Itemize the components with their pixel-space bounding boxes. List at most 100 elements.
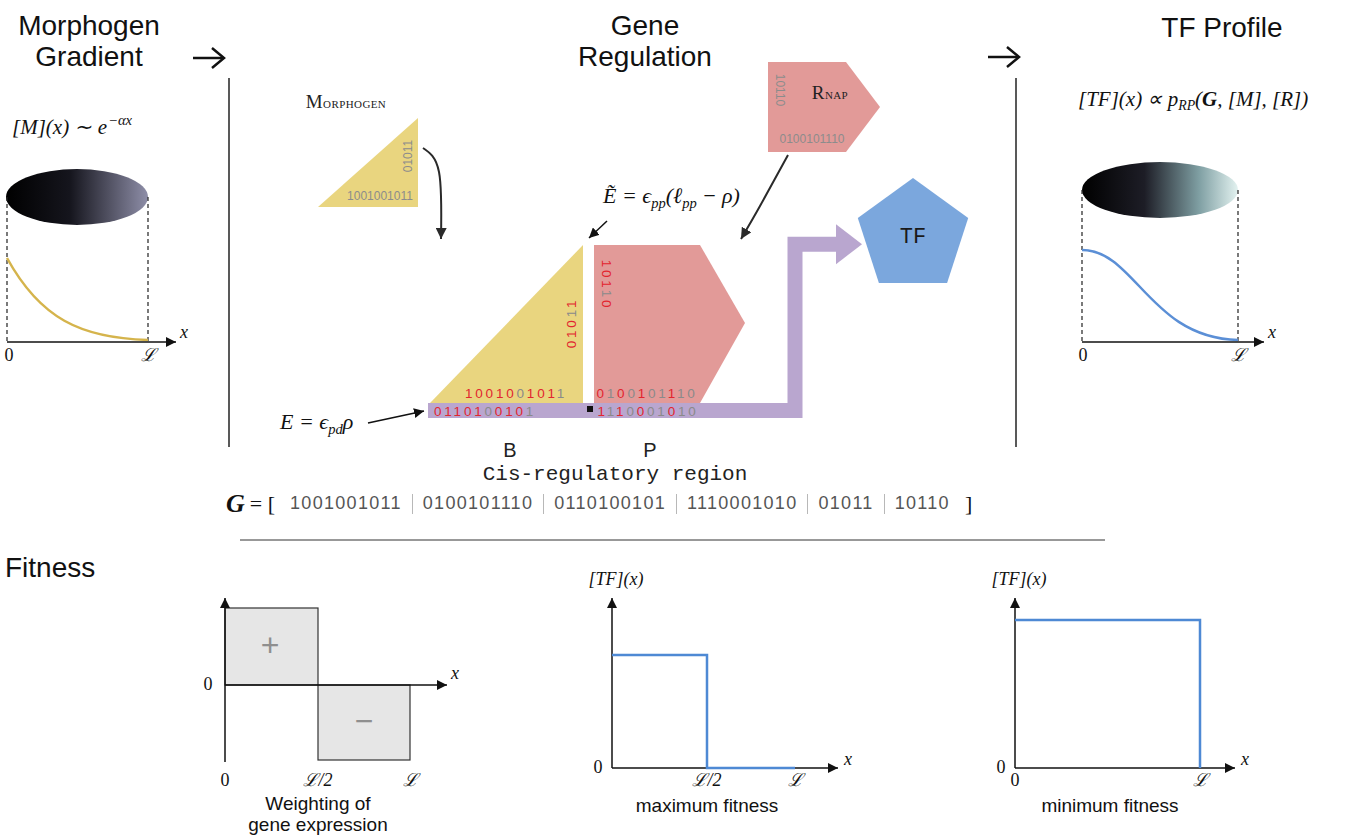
binding-bits: 0100101110 <box>780 133 845 146</box>
energy-formula: Ẽ = ϵpp(ℓpp− ρ) <box>603 184 740 208</box>
axis-tick: ℒ <box>1231 346 1246 366</box>
molecule-name: MORPHOGEN <box>306 92 386 113</box>
plot-caption: minimum fitness <box>1000 795 1220 816</box>
binding-bits: 0100101110 <box>596 386 697 401</box>
site-name: P <box>643 439 656 461</box>
gene-segment: 01011 <box>807 494 883 514</box>
flow-arrow <box>193 57 223 60</box>
bit: 0 <box>515 403 525 418</box>
bit: 0 <box>564 338 579 348</box>
connector-line <box>423 148 441 239</box>
flow-arrowhead <box>1007 47 1019 67</box>
bit: 1 <box>658 386 667 401</box>
plot-caption: maximum fitness <box>597 795 817 816</box>
dashed-guide <box>6 197 7 342</box>
panel-heading: Gene Regulation <box>555 10 735 72</box>
bit: 1 <box>496 386 506 401</box>
flow-arrow <box>988 56 1018 59</box>
bit: 0 <box>688 403 698 418</box>
axis-tick: ℒ <box>141 346 156 366</box>
bit: 0 <box>637 403 647 418</box>
formula-part: − ρ) <box>702 184 740 208</box>
bit: 1 <box>547 386 556 401</box>
dashed-guide <box>1237 190 1238 342</box>
axis-tick: ℒ <box>403 771 418 791</box>
site-bits: 1110001010 <box>597 403 698 418</box>
formula-part: G <box>226 490 245 519</box>
axis-tick: 0 <box>594 758 603 778</box>
x-axis <box>1082 341 1264 343</box>
axis-tick: ℒ <box>788 771 803 791</box>
formula-part: ] <box>965 492 972 516</box>
connector-line <box>788 244 836 410</box>
bit: 0 <box>668 403 678 418</box>
genome-row: G= [100100101101001011100110100101111000… <box>226 490 977 519</box>
dashed-guide <box>1081 190 1082 342</box>
protein-name: TF <box>900 226 926 250</box>
gene-segment: 1001001011 <box>280 494 412 514</box>
bit: 1 <box>616 403 626 418</box>
formula-part: = [ <box>250 492 275 516</box>
bit: 1 <box>668 386 677 401</box>
bit: 1 <box>527 386 537 401</box>
formula-part: Ẽ = ϵ <box>603 184 651 208</box>
energy-formula: E = ϵpdρ <box>280 410 353 434</box>
bit: 1 <box>564 328 579 338</box>
axis-tick: 0 <box>204 675 213 695</box>
axis-tick: 0 <box>1011 771 1020 791</box>
formula-part: [M](x) ∼ e <box>12 116 107 139</box>
panel-separator <box>1015 78 1017 447</box>
binding-bits: 10110 <box>599 260 614 311</box>
connector-head <box>836 224 862 264</box>
bit: 1 <box>599 290 614 300</box>
gene-segment: 1110001010 <box>676 494 807 514</box>
bit: 1 <box>465 386 475 401</box>
molecule-name: RNAP <box>812 83 848 104</box>
morphogen-curve <box>7 258 148 340</box>
dashed-guide <box>147 197 148 342</box>
bit: 0 <box>687 386 697 401</box>
bit: 1 <box>599 260 614 270</box>
bit: 1 <box>564 298 579 308</box>
flow-arrowhead <box>212 48 224 68</box>
panel-separator <box>228 78 230 447</box>
formula-part: , [M], [R]) <box>1217 88 1308 111</box>
y-axis <box>1014 598 1016 768</box>
bit: 1 <box>597 403 606 418</box>
axis-tick: ℒ/2 <box>303 771 332 791</box>
bit: 0 <box>596 386 606 401</box>
binding-arrow <box>423 148 441 239</box>
node-outline <box>592 243 749 405</box>
bit: 1 <box>678 403 688 418</box>
axis-label: x <box>1241 750 1249 770</box>
axis-label: x <box>451 664 459 684</box>
gene-segment: 0110100101 <box>543 494 676 514</box>
x-axis <box>7 341 176 343</box>
formula-part: [TF](x) ∝ p <box>1078 88 1178 111</box>
bit: 0 <box>485 403 495 418</box>
gradient-formula: [M](x) ∼ e−αx <box>12 116 132 139</box>
triangle-shape <box>430 245 583 403</box>
section-rule <box>240 540 1105 541</box>
bit: 1 <box>638 386 648 401</box>
formula-part: ρ <box>343 410 354 434</box>
bit: 0 <box>506 386 516 401</box>
bit: 1 <box>657 403 667 418</box>
leader-arrow <box>368 411 424 423</box>
bit: 1 <box>607 403 616 418</box>
formula-part: E = ϵ <box>280 410 328 434</box>
step-profile <box>1015 620 1200 768</box>
bit: 0 <box>627 386 637 401</box>
formula-part: ( <box>1195 88 1202 111</box>
bit: 0 <box>464 403 474 418</box>
bound-polymerase: 101100100101110 <box>592 243 749 405</box>
panel-heading: Morphogen Gradient <box>0 10 178 72</box>
dna-strip <box>428 403 788 418</box>
pentagon-shape <box>768 62 880 152</box>
bit: 0 <box>617 386 627 401</box>
bit: 0 <box>486 386 496 401</box>
bit: 1 <box>564 308 579 317</box>
